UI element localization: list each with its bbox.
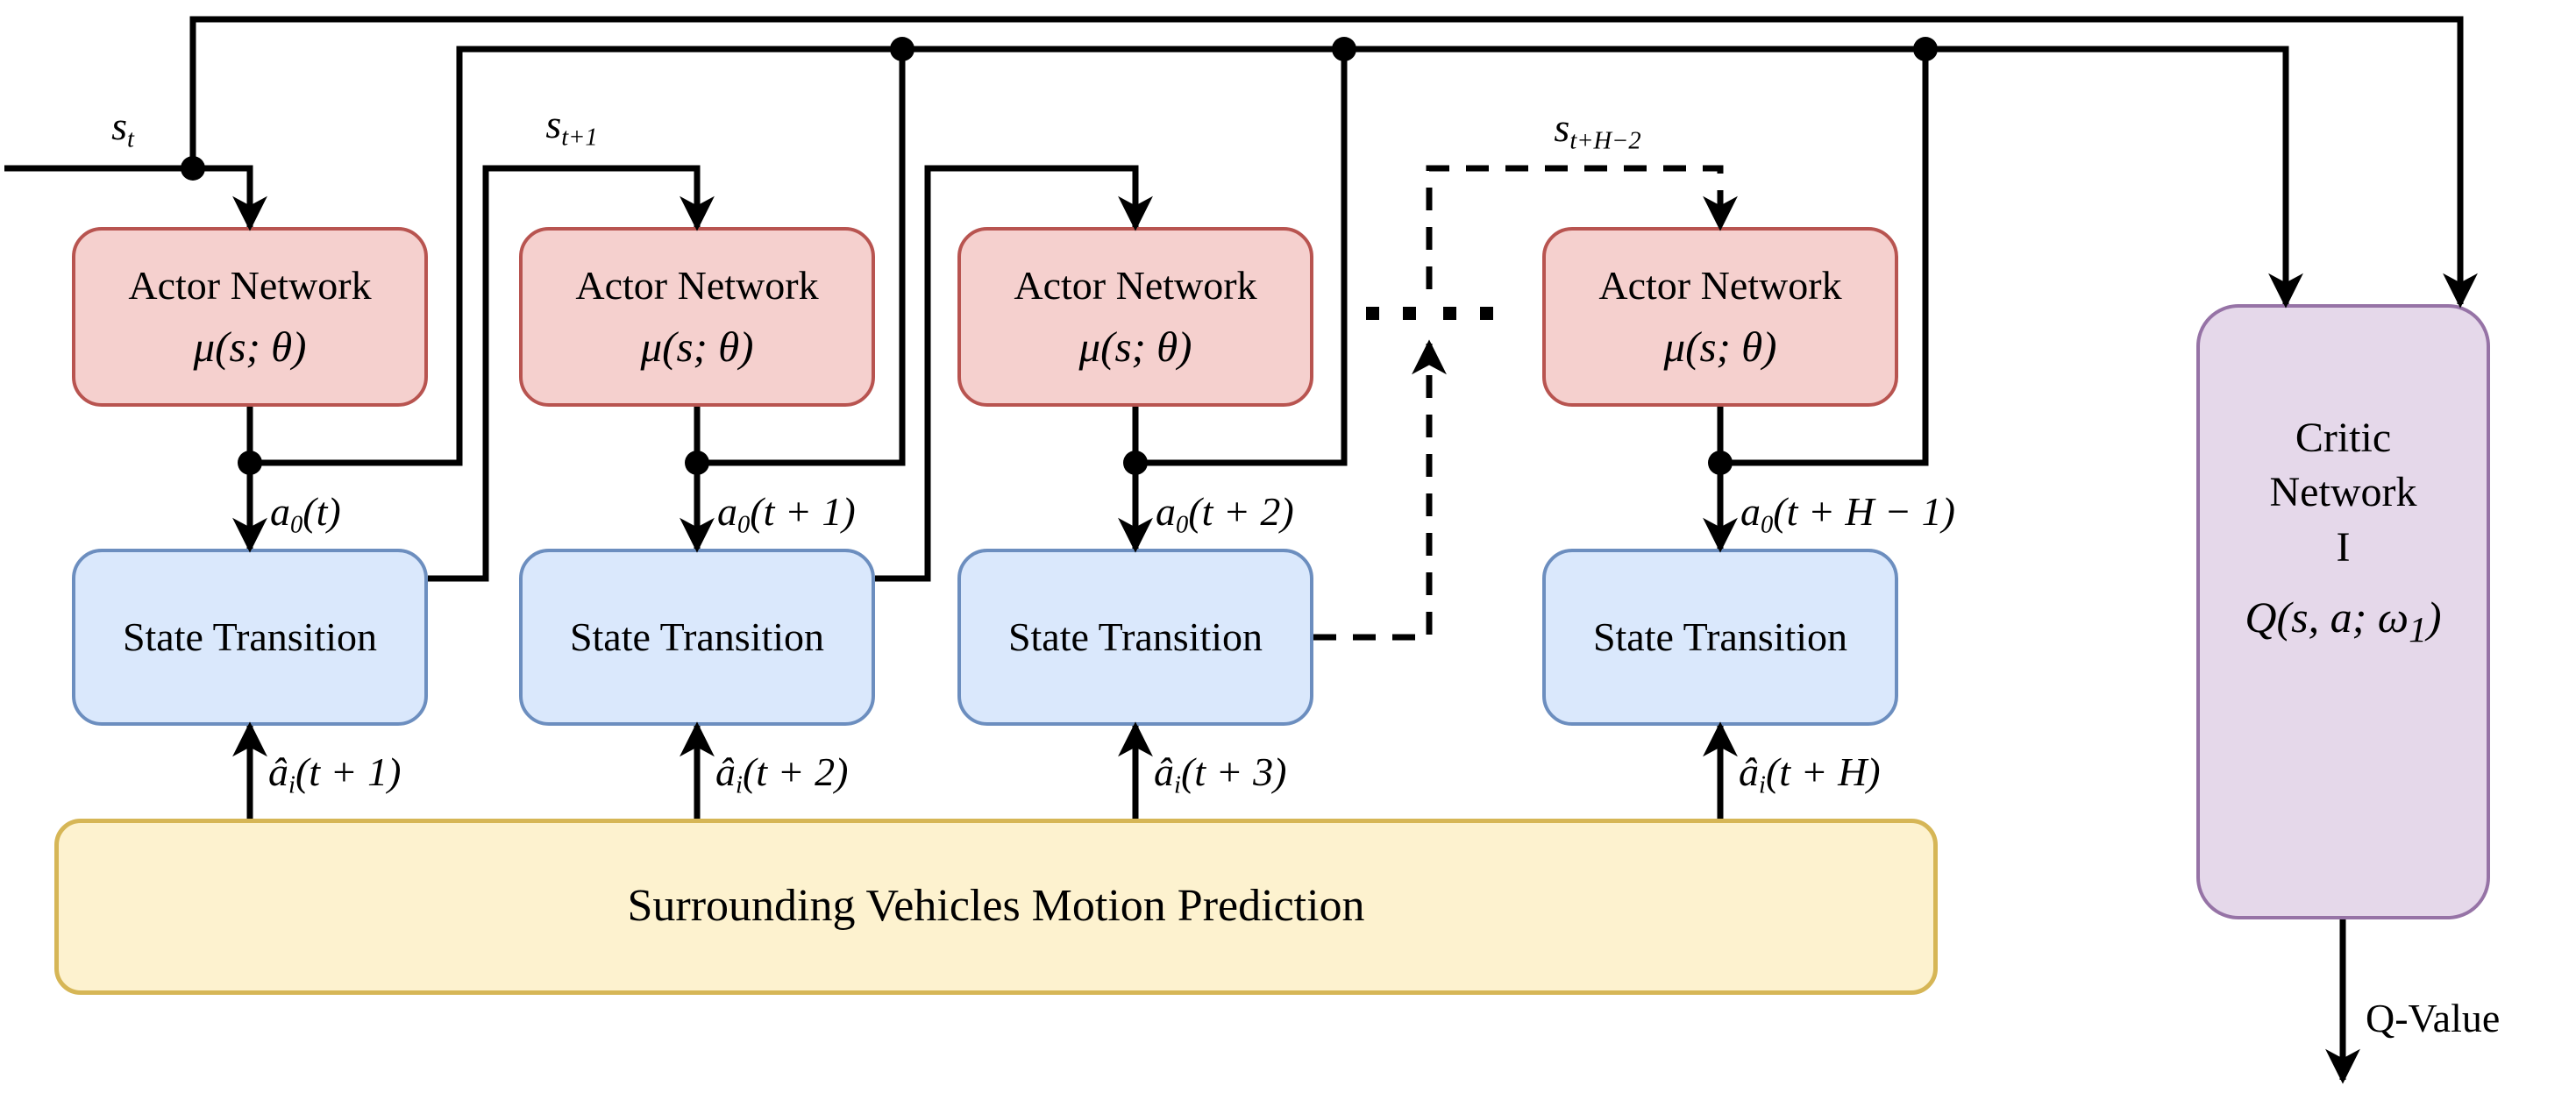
state-title-1: State Transition [122, 614, 378, 660]
actor-network-box-4: Actor Network μ(s; θ) [1542, 227, 1898, 407]
motion-prediction-box: Surrounding Vehicles Motion Prediction [54, 819, 1938, 995]
actor-formula-3: μ(s; θ) [1078, 322, 1192, 371]
state-transition-box-4: State Transition [1542, 549, 1898, 726]
state-transition-box-3: State Transition [957, 549, 1313, 726]
actor-formula-4: μ(s; θ) [1663, 322, 1777, 371]
actor-title-3: Actor Network [1014, 262, 1257, 308]
actor-title-4: Actor Network [1598, 262, 1842, 308]
state-title-4: State Transition [1592, 614, 1848, 660]
state-transition-box-1: State Transition [72, 549, 428, 726]
critic-line1: Critic [2295, 415, 2392, 461]
actor-network-box-2: Actor Network μ(s; θ) [519, 227, 875, 407]
critic-network-box: Critic Network I Q(s, a; ω1) [2196, 304, 2490, 919]
state-transition-box-2: State Transition [519, 549, 875, 726]
critic-line2: Network [2269, 469, 2417, 516]
actor-formula-2: μ(s; θ) [640, 322, 754, 371]
critic-formula: Q(s, a; ω1) [2245, 593, 2442, 651]
motion-prediction-label: Surrounding Vehicles Motion Prediction [627, 881, 1365, 932]
actor-network-box-1: Actor Network μ(s; θ) [72, 227, 428, 407]
critic-line3: I [2336, 523, 2351, 571]
state-title-2: State Transition [569, 614, 825, 660]
actor-formula-1: μ(s; θ) [193, 322, 307, 371]
actor-network-box-3: Actor Network μ(s; θ) [957, 227, 1313, 407]
actor-title-2: Actor Network [575, 262, 819, 308]
actor-title-1: Actor Network [128, 262, 372, 308]
state-title-3: State Transition [1007, 614, 1263, 660]
